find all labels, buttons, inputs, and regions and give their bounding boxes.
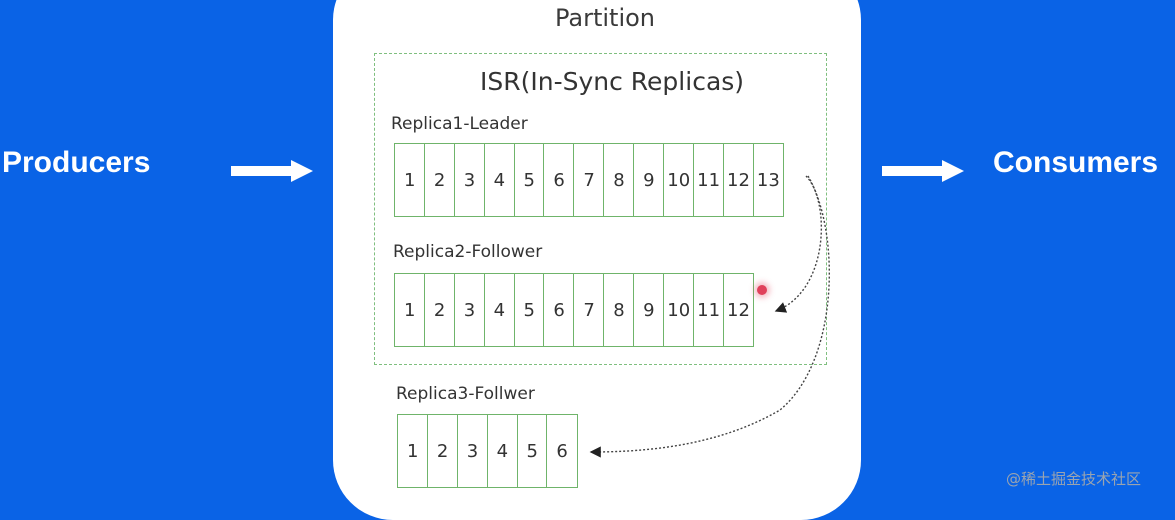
log-cell: 4: [483, 273, 516, 347]
log-cell: 4: [486, 414, 519, 488]
log-cell: 7: [573, 273, 605, 347]
log-cell: 4: [483, 143, 516, 217]
log-cell: 9: [633, 273, 665, 347]
log-cell: 8: [603, 273, 635, 347]
log-cell: 2: [423, 273, 456, 347]
log-cell: 6: [543, 273, 575, 347]
log-cell: 6: [543, 143, 575, 217]
log-cell: 1: [394, 143, 426, 217]
log-cell: 12: [722, 143, 755, 217]
log-cell: 5: [513, 143, 545, 217]
producers-label: Producers: [2, 146, 151, 179]
isr-title: ISR(In-Sync Replicas): [480, 67, 745, 96]
log-cell: 2: [426, 414, 459, 488]
log-cell: 3: [453, 273, 486, 347]
log-cell: 5: [516, 414, 548, 488]
log-cell: 5: [513, 273, 545, 347]
log-cell: 3: [456, 414, 489, 488]
log-cell: 11: [692, 273, 725, 347]
log-cell: 7: [573, 143, 605, 217]
log-cell: 10: [663, 143, 695, 217]
replica1-label: Replica1-Leader: [391, 114, 528, 134]
log-cell: 6: [546, 414, 578, 488]
replica2-label: Replica2-Follower: [393, 242, 543, 262]
log-cell: 2: [423, 143, 456, 217]
log-cell: 10: [663, 273, 695, 347]
log-cell: 3: [453, 143, 486, 217]
log-cell: 9: [633, 143, 665, 217]
watermark: @稀土掘金技术社区: [1006, 470, 1142, 488]
log-cell: 1: [397, 414, 429, 488]
partition-title: Partition: [555, 4, 656, 32]
consumers-arrow-icon: [882, 160, 964, 182]
log-cell: 13: [752, 143, 785, 217]
log-cell: 1: [394, 273, 426, 347]
producers-arrow-icon: [231, 160, 313, 182]
log-cell: 8: [603, 143, 635, 217]
replica3-label: Replica3-Follwer: [396, 384, 535, 404]
log-cell: 11: [692, 143, 725, 217]
log-cell: 12: [722, 273, 755, 347]
consumers-label: Consumers: [993, 146, 1159, 179]
pointer-highlight: [757, 285, 767, 295]
